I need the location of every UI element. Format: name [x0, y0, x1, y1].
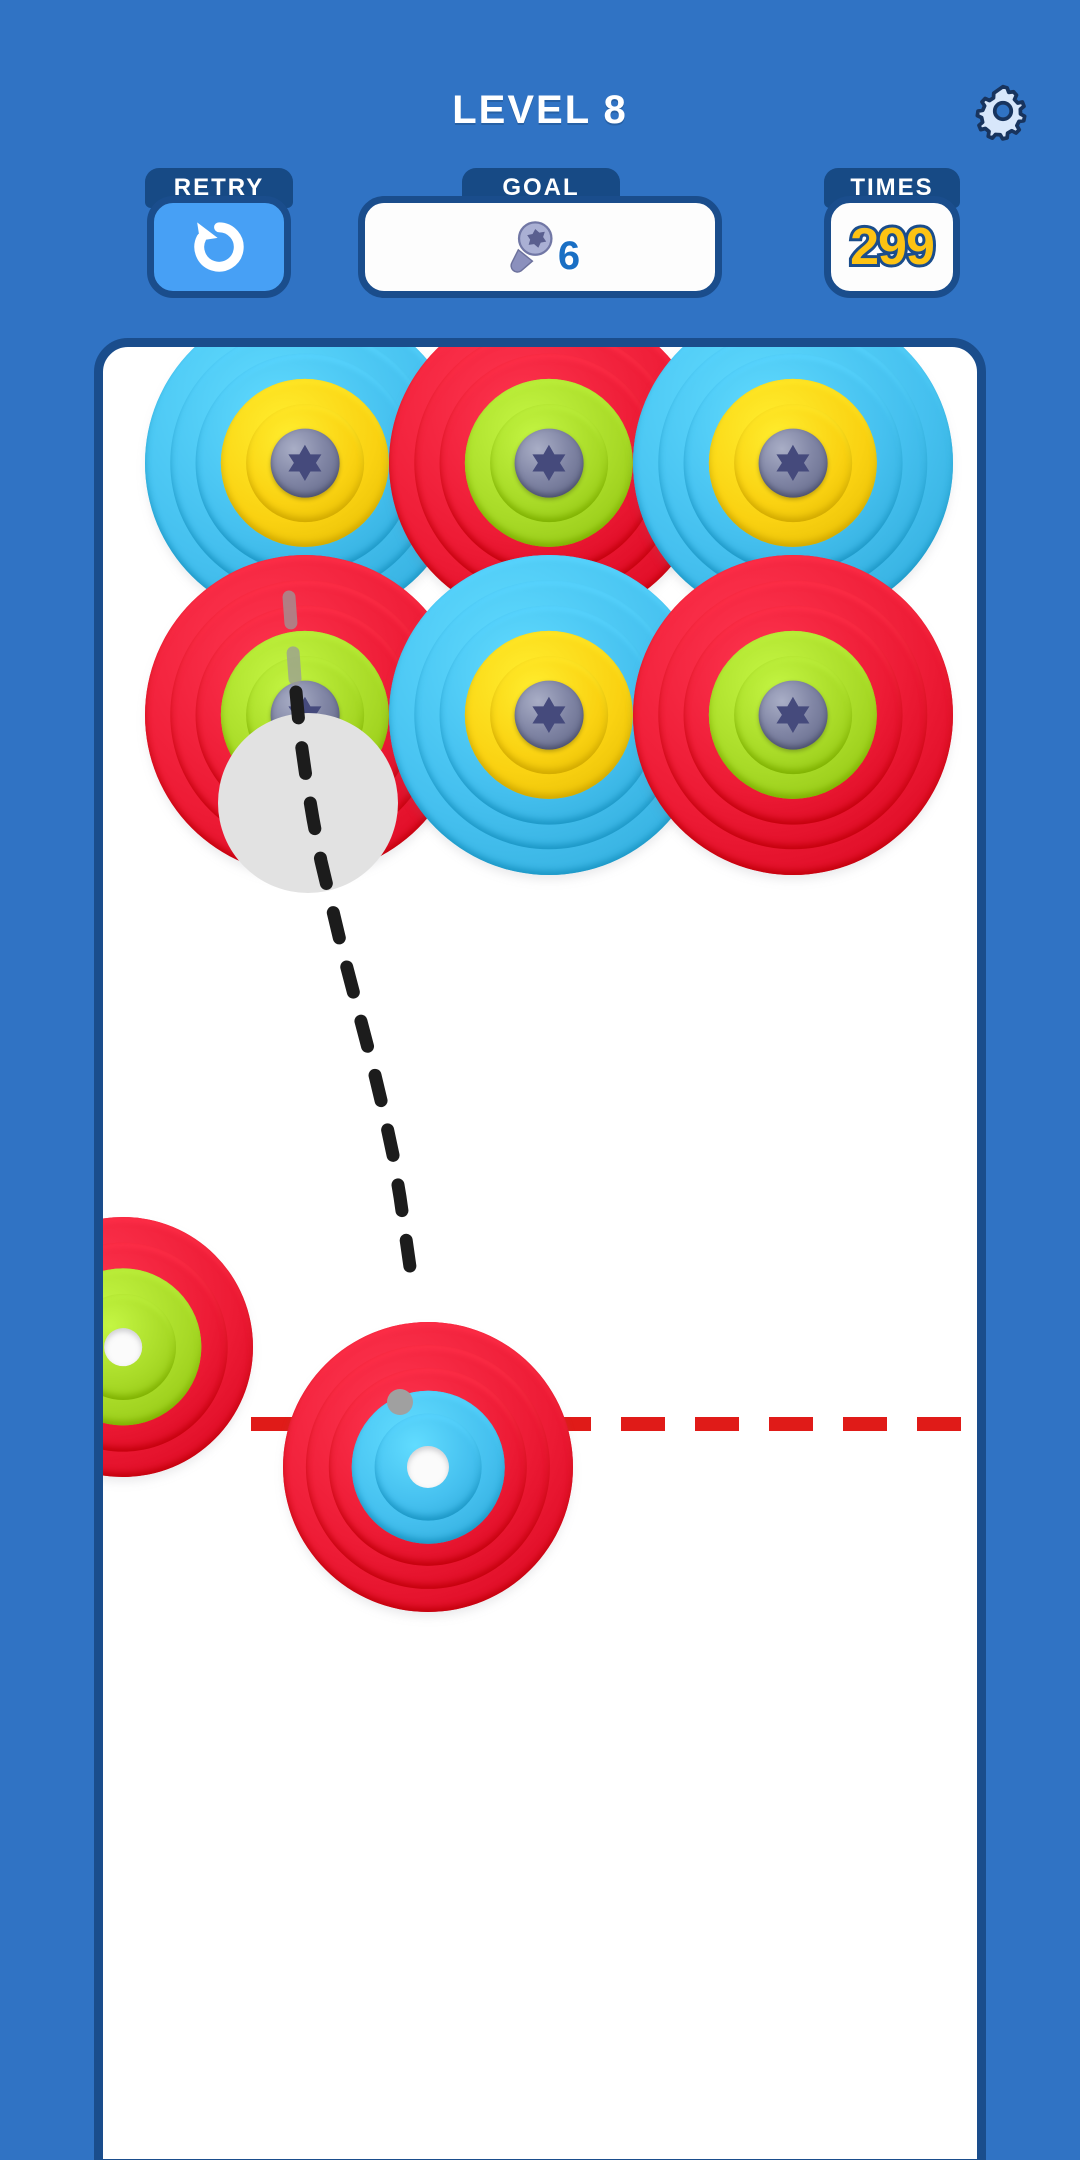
retry-button[interactable] — [147, 196, 291, 298]
ring-target[interactable] — [283, 1322, 573, 1617]
rotate-ccw-icon — [194, 222, 244, 272]
retry-group: RETRY — [145, 168, 293, 298]
screw-head[interactable] — [514, 680, 584, 750]
ring-target[interactable] — [633, 347, 953, 628]
ring-target[interactable] — [633, 555, 953, 880]
times-group: TIMES 299 — [824, 168, 960, 298]
star-socket-icon — [776, 444, 810, 482]
goal-panel: 6 — [358, 196, 722, 298]
gear-icon — [975, 84, 1027, 141]
empty-hole[interactable] — [406, 1445, 450, 1489]
star-socket-icon — [532, 696, 566, 734]
star-socket-icon — [288, 444, 322, 482]
launch-dot[interactable] — [387, 1389, 413, 1415]
empty-hole[interactable] — [104, 1328, 142, 1366]
playfield-inner — [103, 347, 977, 2159]
screw-head[interactable] — [758, 680, 828, 750]
settings-button[interactable] — [970, 78, 1036, 144]
screw-head[interactable] — [270, 428, 340, 498]
screw-head[interactable] — [758, 428, 828, 498]
screw-head[interactable] — [514, 428, 584, 498]
times-panel: 299 — [824, 196, 960, 298]
goal-group: GOAL 6 — [358, 168, 722, 298]
ghost-ball — [218, 713, 398, 893]
goal-count: 6 — [556, 232, 581, 279]
star-socket-icon — [776, 696, 810, 734]
ring-target[interactable] — [103, 1217, 253, 1481]
playfield[interactable] — [94, 338, 986, 2160]
times-value: 299 — [847, 215, 938, 279]
page-title: LEVEL 8 — [452, 88, 628, 132]
star-socket-icon — [532, 444, 566, 482]
screw-icon — [510, 221, 553, 273]
